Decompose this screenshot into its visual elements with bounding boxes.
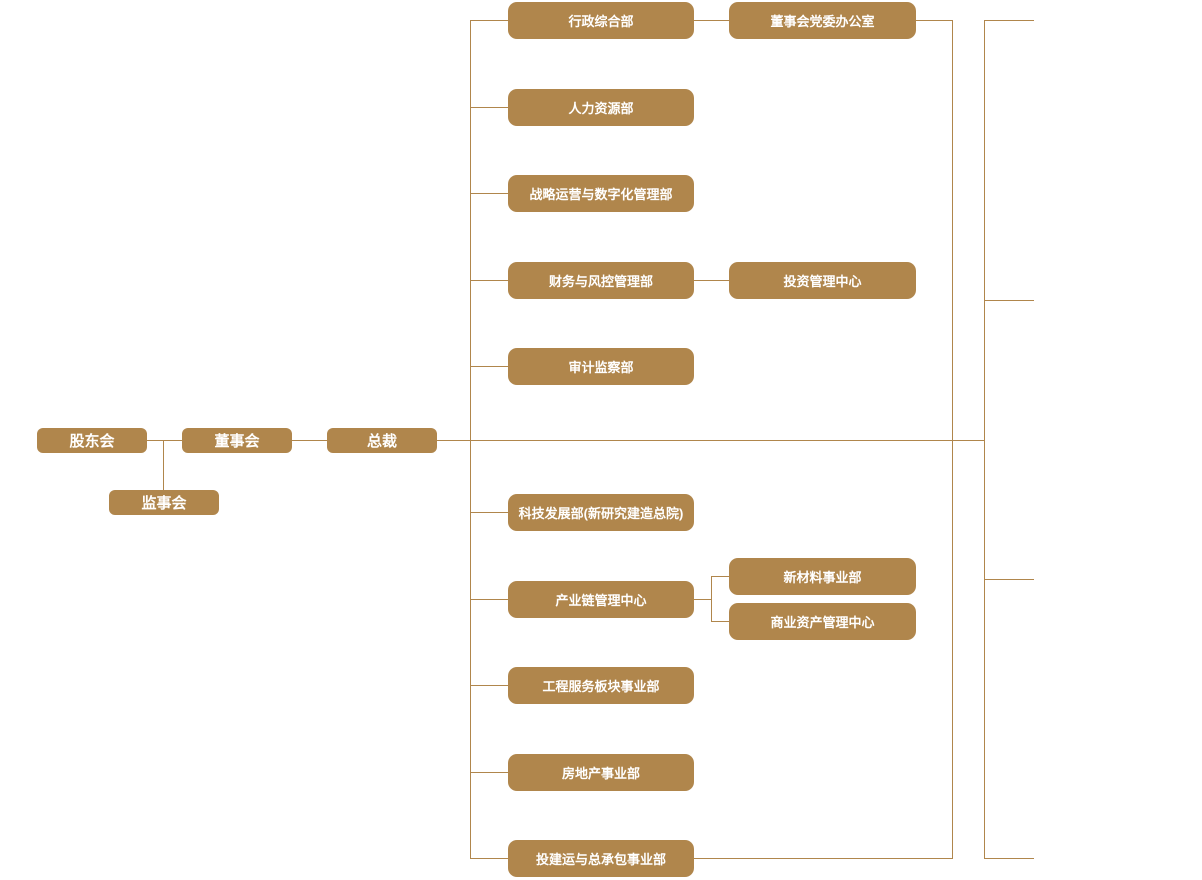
sub-node-commercial-asset-center: 商业资产管理中心 <box>729 603 916 640</box>
connector-line <box>470 20 471 859</box>
connector-line <box>694 599 711 600</box>
connector-line <box>437 440 984 441</box>
connector-line <box>470 20 508 21</box>
connector-line <box>711 576 712 622</box>
connector-line-stub <box>984 858 1034 859</box>
connector-line <box>694 20 729 21</box>
connector-line <box>470 599 508 600</box>
dept-node-industry-chain: 产业链管理中心 <box>508 581 694 618</box>
connector-line <box>292 440 327 441</box>
dept-node-engineering-services: 工程服务板块事业部 <box>508 667 694 704</box>
dept-node-real-estate: 房地产事业部 <box>508 754 694 791</box>
connector-line <box>470 193 508 194</box>
connector-line <box>984 20 985 859</box>
connector-line-stub <box>984 300 1034 301</box>
node-board-of-directors: 董事会 <box>182 428 292 453</box>
connector-line <box>470 512 508 513</box>
connector-line <box>470 107 508 108</box>
connector-line <box>952 20 953 859</box>
sub-node-new-materials-division: 新材料事业部 <box>729 558 916 595</box>
dept-node-tech-development: 科技发展部(新研究建造总院) <box>508 494 694 531</box>
dept-node-human-resources: 人力资源部 <box>508 89 694 126</box>
dept-node-audit-supervision: 审计监察部 <box>508 348 694 385</box>
connector-line <box>470 685 508 686</box>
sub-node-party-committee-office: 董事会党委办公室 <box>729 2 916 39</box>
dept-node-administration: 行政综合部 <box>508 2 694 39</box>
node-president: 总裁 <box>327 428 437 453</box>
connector-line <box>470 366 508 367</box>
sub-node-investment-management-center: 投资管理中心 <box>729 262 916 299</box>
node-shareholders-meeting: 股东会 <box>37 428 147 453</box>
node-supervisory-board: 监事会 <box>109 490 219 515</box>
connector-line-stub <box>984 20 1034 21</box>
connector-line <box>163 440 164 490</box>
connector-line <box>711 576 729 577</box>
connector-line <box>694 280 729 281</box>
connector-line <box>711 621 729 622</box>
connector-line <box>147 440 182 441</box>
dept-node-investment-construction: 投建运与总承包事业部 <box>508 840 694 877</box>
connector-line <box>694 858 952 859</box>
dept-node-strategy-digital: 战略运营与数字化管理部 <box>508 175 694 212</box>
connector-line <box>470 772 508 773</box>
connector-line <box>470 280 508 281</box>
connector-line <box>470 858 508 859</box>
connector-line-stub <box>984 579 1034 580</box>
dept-node-finance-risk: 财务与风控管理部 <box>508 262 694 299</box>
connector-line <box>916 20 952 21</box>
